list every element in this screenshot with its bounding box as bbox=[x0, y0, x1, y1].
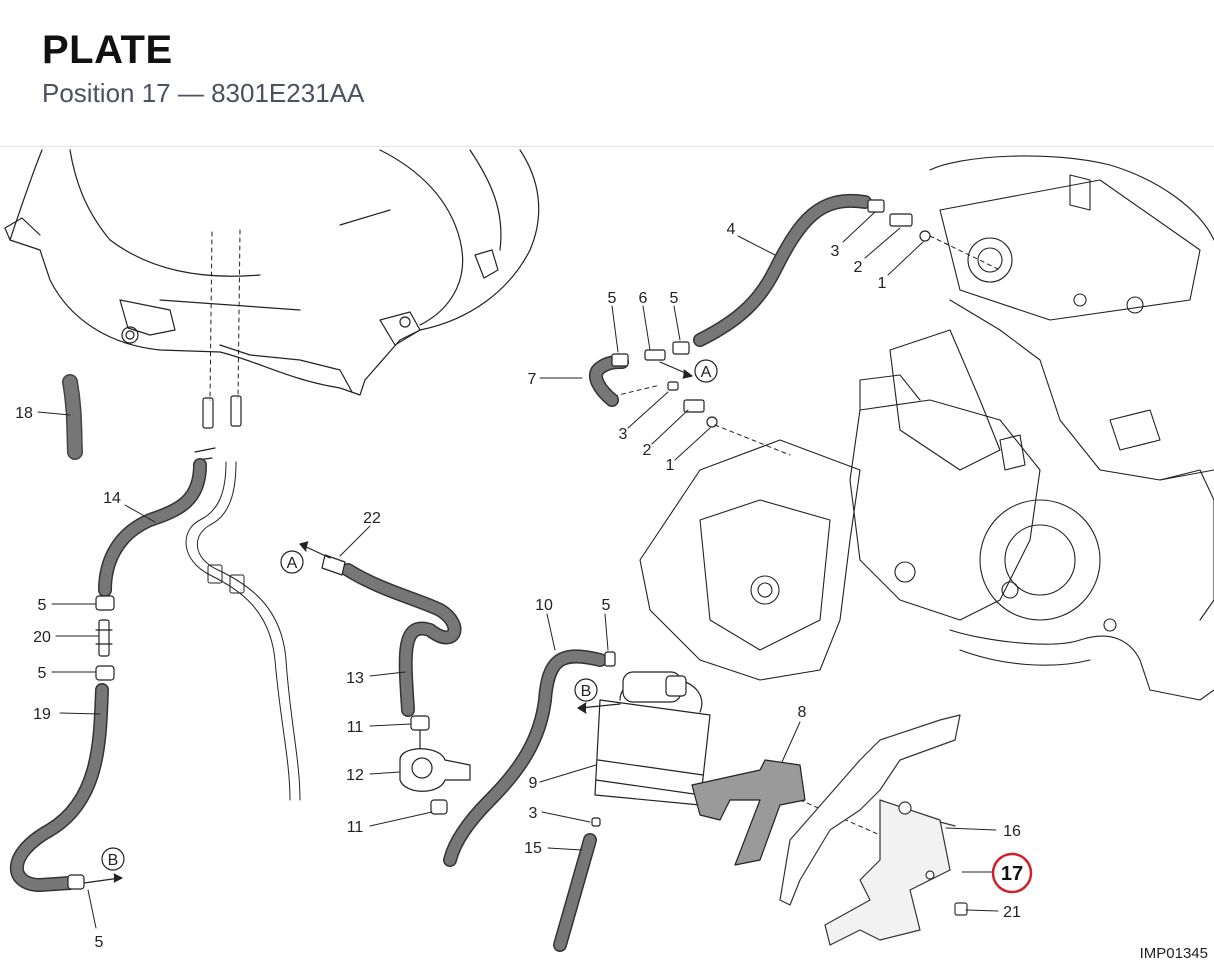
bracket-8 bbox=[691, 759, 806, 866]
reservoir-9 bbox=[591, 651, 711, 827]
hose-15 bbox=[553, 833, 597, 952]
callout-11: 11 bbox=[347, 819, 364, 836]
hose-4 bbox=[693, 193, 931, 347]
callout-4: 4 bbox=[727, 221, 736, 238]
image-reference-code: IMP01345 bbox=[1139, 945, 1208, 962]
callout-2: 2 bbox=[854, 259, 863, 276]
callout-2: 2 bbox=[643, 442, 652, 459]
page-subtitle: Position 17 — 8301E231AA bbox=[42, 78, 365, 108]
callout-3: 3 bbox=[529, 805, 538, 822]
callout-20: 20 bbox=[33, 629, 51, 646]
marker-b: B bbox=[581, 683, 592, 700]
callout-11: 11 bbox=[347, 719, 364, 736]
callout-14: 14 bbox=[103, 490, 121, 507]
callout-5: 5 bbox=[670, 290, 679, 307]
callout-5: 5 bbox=[95, 934, 104, 951]
hose-13 bbox=[321, 554, 462, 717]
hose-10 bbox=[443, 649, 607, 867]
callout-1: 1 bbox=[666, 457, 675, 474]
highlight-ring bbox=[991, 852, 1033, 894]
left-fittings bbox=[95, 595, 115, 681]
callout-6: 6 bbox=[639, 290, 648, 307]
callout-22: 22 bbox=[363, 510, 381, 527]
marker-a-circle bbox=[280, 550, 304, 574]
callout-8: 8 bbox=[798, 704, 807, 721]
callout-10: 10 bbox=[535, 597, 553, 614]
leader-lines bbox=[37, 211, 999, 929]
valve-12 bbox=[399, 715, 471, 815]
plate-17 bbox=[779, 714, 968, 946]
callout-5: 5 bbox=[38, 597, 47, 614]
hose-14 bbox=[98, 458, 207, 597]
ghost-hose bbox=[185, 461, 301, 801]
exploded-parts-diagram: A A B B 18 14 5 20 5 19 5 22 13 11 12 11… bbox=[4, 149, 1214, 952]
callout-13: 13 bbox=[346, 670, 364, 687]
hose-19 bbox=[9, 683, 109, 892]
callout-19: 19 bbox=[33, 706, 51, 723]
frame-studs bbox=[194, 395, 242, 461]
marker-a: A bbox=[701, 364, 712, 381]
callout-5: 5 bbox=[602, 597, 611, 614]
callout-3: 3 bbox=[831, 243, 840, 260]
marker-a-circle bbox=[694, 359, 718, 383]
callout-15: 15 bbox=[524, 840, 542, 857]
callout-1: 1 bbox=[878, 275, 887, 292]
callout-18: 18 bbox=[15, 405, 33, 422]
callout-7: 7 bbox=[528, 371, 537, 388]
callout-3: 3 bbox=[619, 426, 628, 443]
frame-outline bbox=[4, 149, 540, 396]
marker-b: B bbox=[108, 852, 119, 869]
hose-7 bbox=[588, 341, 718, 428]
page-header: PLATE Position 17 — 8301E231AA bbox=[0, 0, 1214, 146]
callout-12: 12 bbox=[346, 767, 364, 784]
page-title: PLATE bbox=[42, 28, 173, 72]
marker-a: A bbox=[287, 555, 298, 572]
callout-17-highlighted: 17 bbox=[1001, 863, 1023, 885]
callout-21: 21 bbox=[1003, 904, 1021, 921]
callout-5: 5 bbox=[38, 665, 47, 682]
marker-b-circle bbox=[574, 678, 598, 702]
callout-5: 5 bbox=[608, 290, 617, 307]
callout-16: 16 bbox=[1003, 823, 1021, 840]
marker-arrows bbox=[83, 361, 693, 884]
marker-b-circle bbox=[101, 847, 125, 871]
callout-9: 9 bbox=[529, 775, 538, 792]
engine-block bbox=[639, 155, 1214, 701]
header-divider bbox=[0, 146, 1214, 147]
